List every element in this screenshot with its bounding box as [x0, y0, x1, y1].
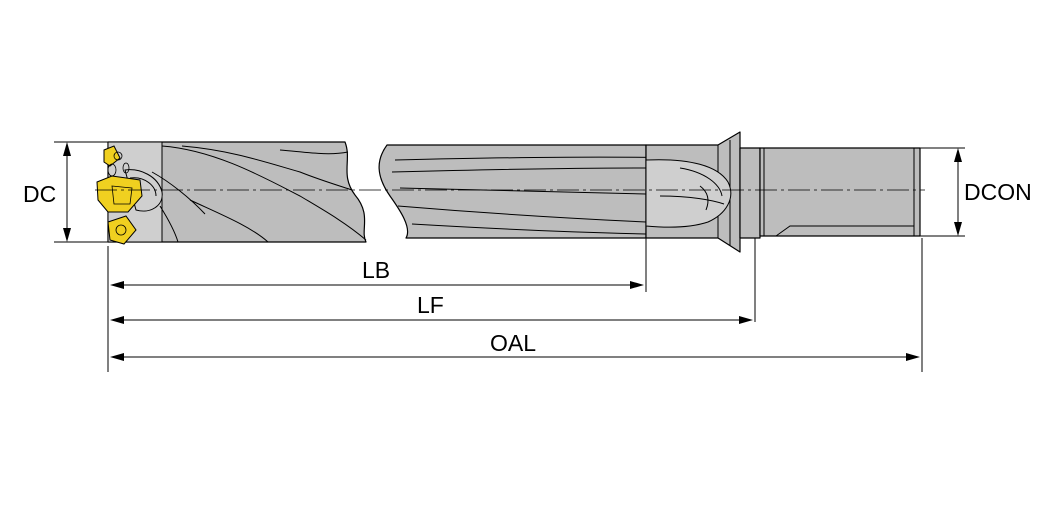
- lf-dimension: LF: [110, 292, 753, 324]
- extension-lines: [54, 141, 965, 372]
- lb-dimension: LB: [110, 257, 644, 289]
- lf-label: LF: [417, 292, 444, 318]
- lb-label: LB: [362, 257, 390, 283]
- insert-upper: [96, 145, 143, 213]
- dcon-label: DCON: [964, 179, 1032, 205]
- dc-dimension: DC: [23, 142, 71, 242]
- oal-dimension: OAL: [110, 330, 920, 361]
- insert-lower: [107, 215, 137, 245]
- drill-shank-section: [378, 131, 921, 253]
- insert-pocket-screws: [107, 162, 130, 177]
- drill-head-section: [107, 141, 367, 243]
- oal-label: OAL: [490, 330, 536, 356]
- dc-label: DC: [23, 181, 56, 207]
- dcon-dimension: DCON: [954, 148, 1032, 236]
